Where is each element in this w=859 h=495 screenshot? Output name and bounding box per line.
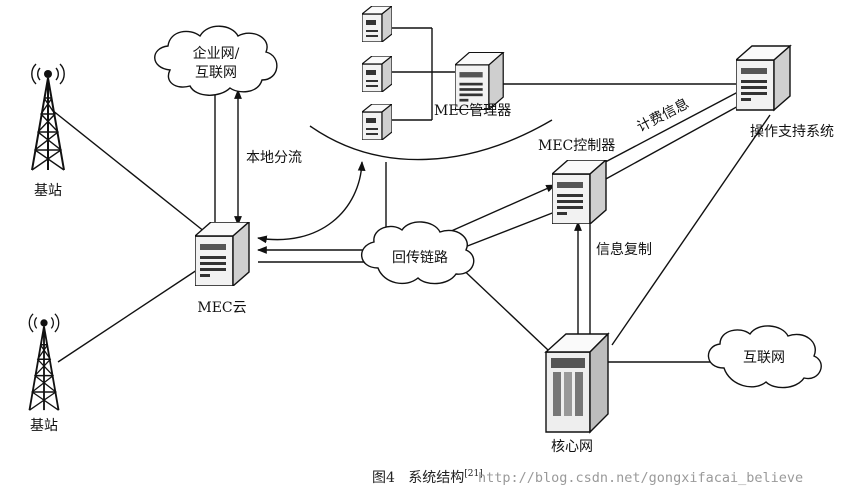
local-offload-label: 本地分流 <box>246 150 302 166</box>
watermark-url: http://blog.csdn.net/gongxifacai_believe <box>478 470 803 486</box>
figure-caption: 图4 系统结构[21] <box>372 469 483 486</box>
cloud-backhaul-link <box>361 221 475 285</box>
base-station-bottom-label: 基站 <box>30 417 58 434</box>
small-server-icon <box>362 6 392 42</box>
enterprise-network-label-line2: 互联网 <box>195 65 237 81</box>
billing-info-label: 计费信息 <box>634 95 692 136</box>
backhaul-link-label: 回传链路 <box>392 250 448 266</box>
enterprise-network-label-line1: 企业网/ <box>193 45 240 62</box>
base-station-tower-bottom-icon <box>28 312 60 412</box>
mec-manager-server-icon <box>455 52 504 110</box>
core-network-rack-icon <box>544 332 610 434</box>
mec-controller-label: MEC控制器 <box>538 138 615 154</box>
internet-label: 互联网 <box>743 350 785 366</box>
cloud-enterprise-network <box>154 25 278 96</box>
oss-label: 操作支持系统 <box>750 124 834 140</box>
oss-server-icon <box>736 45 791 111</box>
mec-manager-label: MEC管理器 <box>434 103 511 119</box>
mec-cloud-label: MEC云 <box>197 300 246 316</box>
base-station-tower-top-icon <box>30 63 66 171</box>
mec-controller-server-icon <box>552 160 607 224</box>
small-server-icon <box>362 104 392 140</box>
base-station-top-label: 基站 <box>34 182 62 199</box>
cloud-internet <box>707 325 822 389</box>
core-network-label: 核心网 <box>551 439 593 455</box>
mec-cloud-server-icon <box>195 222 250 286</box>
small-server-icon <box>362 56 392 92</box>
info-replication-label: 信息复制 <box>596 241 652 258</box>
connections <box>51 27 771 363</box>
